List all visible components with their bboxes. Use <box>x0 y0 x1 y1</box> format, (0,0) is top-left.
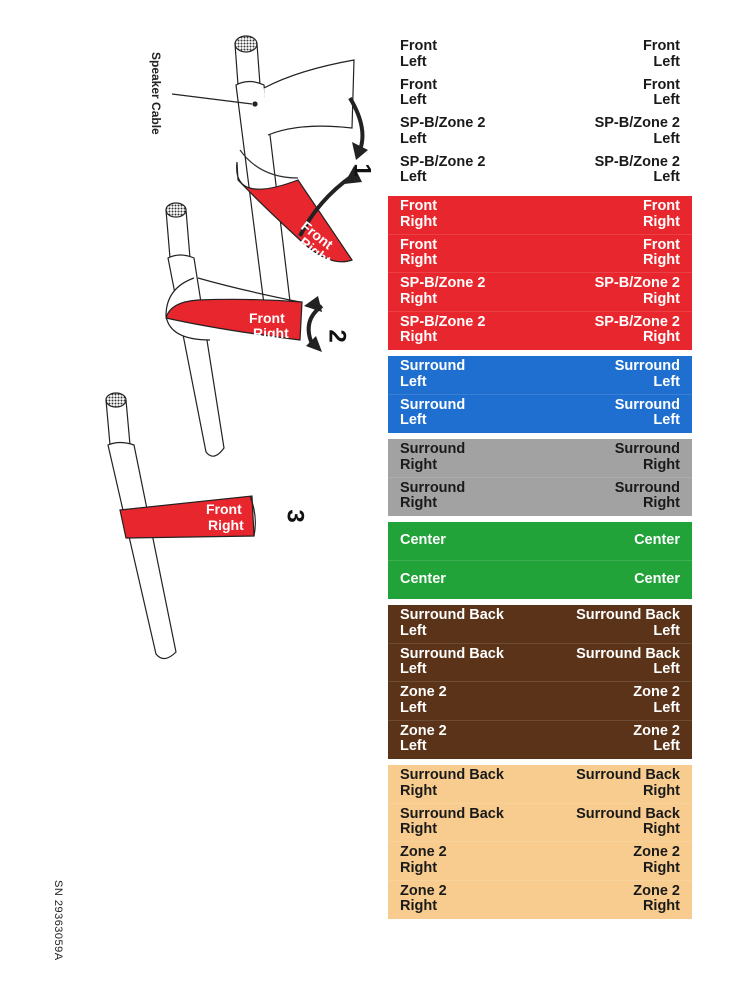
label-text-left: Front Left <box>400 76 438 108</box>
cable-label: SP-B/Zone 2 Right SP-B/Zone 2 Right <box>388 273 692 312</box>
cable-label: Zone 2 Right Zone 2 Right <box>388 881 692 920</box>
label-text-left: SP-B/Zone 2 Right <box>400 275 486 307</box>
label-text-left: Surround Right <box>400 441 466 473</box>
cable-label: Zone 2 Left Zone 2 Left <box>388 721 692 760</box>
label-text-left: Surround Back Left <box>400 607 504 639</box>
label-text-left: Front Right <box>400 236 438 268</box>
tag-text-2a: Front <box>249 310 285 326</box>
label-text-right: Surround Left <box>614 396 680 428</box>
label-text-right: Zone 2 Right <box>633 844 680 876</box>
cable-label: SP-B/Zone 2 Right SP-B/Zone 2 Right <box>388 312 692 351</box>
step-1-number: 1 <box>348 163 376 177</box>
cable-label: Surround Right Surround Right <box>388 478 692 517</box>
label-text-right: Zone 2 Right <box>633 882 680 914</box>
label-text-right: Front Right <box>642 236 680 268</box>
cable-label: Surround Left Surround Left <box>388 356 692 395</box>
label-text-right: SP-B/Zone 2 Left <box>594 115 680 147</box>
label-text-right: SP-B/Zone 2 Left <box>594 153 680 185</box>
cable-label: Surround Right Surround Right <box>388 439 692 478</box>
label-text-left: Surround Left <box>400 396 466 428</box>
label-text-left: Front Right <box>400 198 438 230</box>
label-text-left: SP-B/Zone 2 Left <box>400 153 486 185</box>
label-text-right: Center <box>634 532 680 548</box>
cable-label: Center Center <box>388 561 692 600</box>
label-text-right: SP-B/Zone 2 Right <box>594 313 680 345</box>
cable-diagram: Front Right Front Right Front Right <box>105 35 368 660</box>
label-text-right: Surround Back Left <box>576 645 680 677</box>
label-text-left: Surround Left <box>400 358 466 390</box>
tag-text-3a: Front <box>206 501 242 517</box>
cable-1 <box>171 35 355 327</box>
label-text-left: Surround Right <box>400 479 466 511</box>
label-text-left: Front Left <box>400 38 438 70</box>
label-text-right: Zone 2 Left <box>633 722 680 754</box>
step-3-number: 3 <box>281 509 309 523</box>
label-text-right: Center <box>634 571 680 587</box>
label-text-left: SP-B/Zone 2 Left <box>400 115 486 147</box>
cable-label: Surround Back Right Surround Back Right <box>388 765 692 804</box>
label-text-left: Surround Back Left <box>400 645 504 677</box>
cable-label: Front Left Front Left <box>388 36 692 75</box>
tag-text-2b: Right <box>253 325 289 341</box>
cable-label: Center Center <box>388 522 692 561</box>
cable-label: Zone 2 Left Zone 2 Left <box>388 682 692 721</box>
cable-label: Surround Left Surround Left <box>388 395 692 434</box>
label-text-left: Zone 2 Left <box>400 684 447 716</box>
label-text-right: Front Left <box>642 38 680 70</box>
step-2-number: 2 <box>323 329 351 343</box>
label-text-right: Surround Right <box>614 441 680 473</box>
label-text-right: Surround Left <box>614 358 680 390</box>
label-text-right: Surround Back Left <box>576 607 680 639</box>
speaker-cable-label: Speaker Cable <box>149 52 163 135</box>
label-text-left: Zone 2 Left <box>400 722 447 754</box>
cable-2 <box>165 202 303 457</box>
label-text-right: Surround Back Right <box>576 767 680 799</box>
label-text-right: Zone 2 Left <box>633 684 680 716</box>
label-text-left: Surround Back Right <box>400 767 504 799</box>
cable-label: Surround Back Right Surround Back Right <box>388 804 692 842</box>
cable-label: Front Left Front Left <box>388 75 692 114</box>
cable-label: Surround Back Left Surround Back Left <box>388 605 692 644</box>
cable-3 <box>105 392 256 660</box>
cable-label: Front Right Front Right <box>388 196 692 235</box>
label-text-right: Surround Right <box>614 479 680 511</box>
label-text-right: Surround Back Right <box>576 805 680 837</box>
label-text-left: Zone 2 Right <box>400 844 447 876</box>
label-text-left: Center <box>400 532 446 548</box>
label-text-left: SP-B/Zone 2 Right <box>400 313 486 345</box>
label-text-left: Zone 2 Right <box>400 882 447 914</box>
label-text-right: Front Right <box>642 198 680 230</box>
label-text-right: Front Left <box>642 76 680 108</box>
cable-label: Front Right Front Right <box>388 235 692 273</box>
label-text-left: Center <box>400 571 446 587</box>
cable-label: SP-B/Zone 2 Left SP-B/Zone 2 Left <box>388 152 692 191</box>
cable-wrap-illustration: Front Right Front Right Front Right <box>105 35 368 660</box>
tag-text-3b: Right <box>208 517 244 533</box>
cable-label: SP-B/Zone 2 Left SP-B/Zone 2 Left <box>388 113 692 152</box>
label-text-left: Surround Back Right <box>400 805 504 837</box>
label-text-right: SP-B/Zone 2 Right <box>594 275 680 307</box>
serial-number: SN 29363059A <box>52 880 64 961</box>
cable-label: Zone 2 Right Zone 2 Right <box>388 842 692 881</box>
cable-label: Surround Back Left Surround Back Left <box>388 644 692 682</box>
